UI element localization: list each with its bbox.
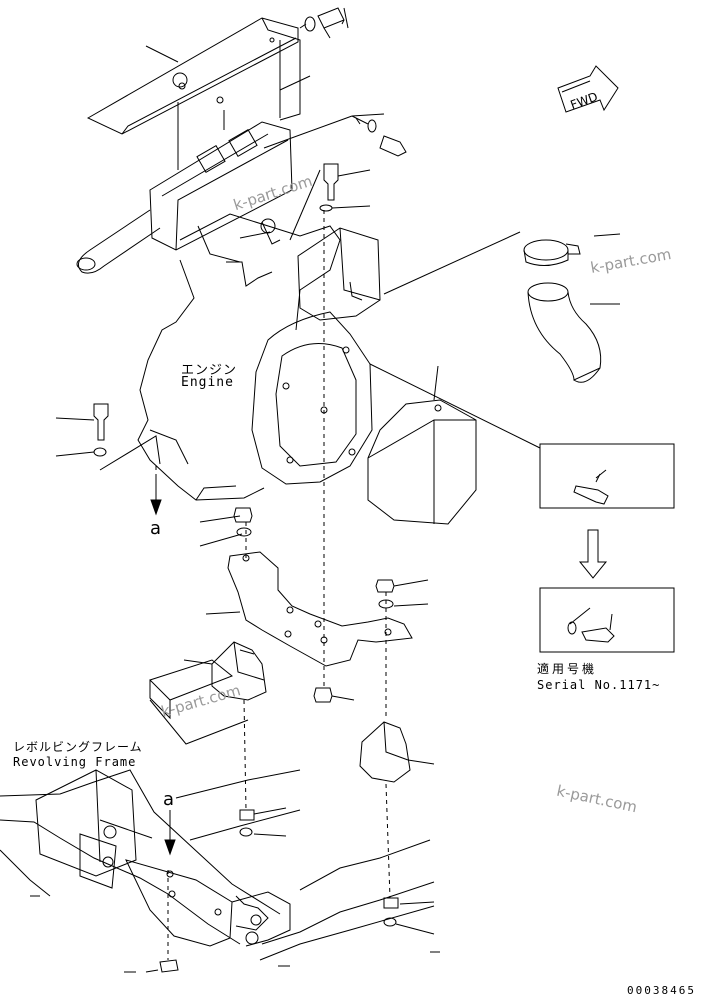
manifold-bolt (263, 113, 407, 157)
detail-box-bolt (539, 443, 675, 509)
view-arrow-a-top (150, 478, 162, 516)
engine-cover (86, 17, 301, 170)
assembly-lines (155, 210, 391, 960)
serial-label-jp: 適用号機 (537, 662, 598, 676)
revolving-frame-label-jp: レボルビングフレーム (13, 740, 143, 754)
left-bolt (55, 403, 161, 471)
down-arrow-icon (578, 529, 608, 579)
hose-clamp (523, 239, 581, 266)
top-bolt (299, 7, 345, 39)
revolving-frame (0, 659, 440, 973)
view-arrow-a-bottom (164, 810, 176, 856)
rubber-mount-right (359, 721, 435, 783)
serial-label: Serial No.1171~ (537, 678, 661, 692)
radiator-tank (297, 227, 381, 321)
engine-label: Engine (181, 375, 234, 390)
view-a-label-top: a (150, 518, 162, 539)
air-cleaner (76, 121, 293, 274)
rubber-mount-left (183, 641, 267, 701)
radiator-bolt (319, 163, 371, 212)
callout-stubs (279, 75, 361, 125)
engine-block (137, 213, 341, 501)
radiator-hose (527, 282, 602, 383)
mount-nuts (145, 507, 435, 973)
view-a-label-bottom: a (163, 789, 175, 810)
flywheel-cover (367, 399, 477, 525)
document-number: 00038465 (627, 984, 696, 997)
engine-label-jp: エンジン (181, 363, 238, 378)
fwd-arrow-icon: FWD (557, 65, 619, 113)
flywheel-housing (251, 311, 373, 485)
revolving-frame-label: Revolving Frame (13, 755, 137, 769)
fwd-label: FWD (568, 89, 599, 112)
leader-lines (145, 7, 621, 483)
engine-mount-bracket (199, 515, 413, 667)
detail-box-serial (539, 587, 675, 653)
